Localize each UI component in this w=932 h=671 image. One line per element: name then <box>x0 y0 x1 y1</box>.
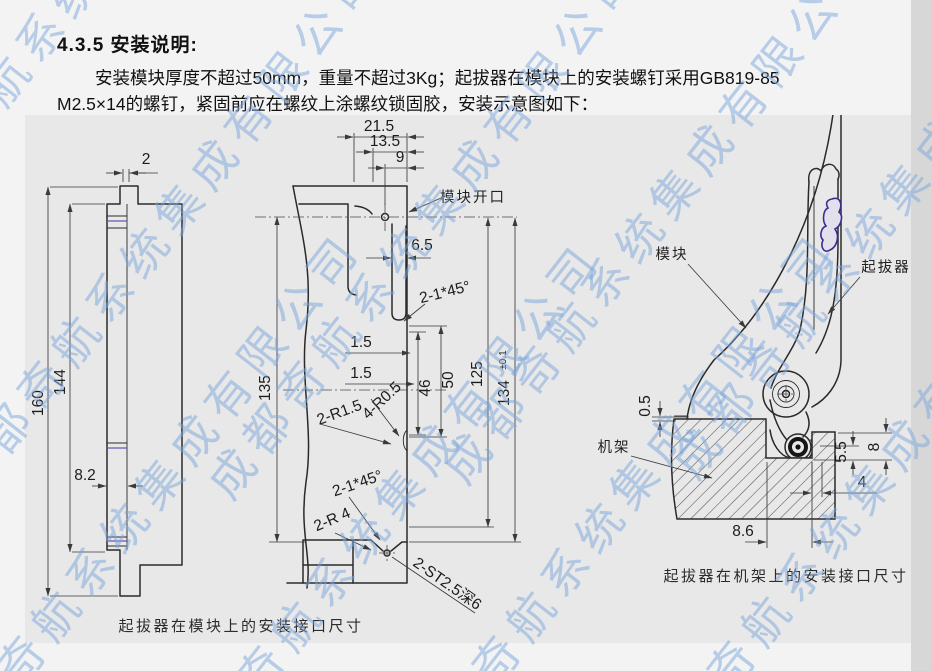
body-text: 4.3.5 安装说明: 安装模块厚度不超过50mm，重量不超过3Kg；起拔器在模… <box>57 30 907 117</box>
rack-block <box>670 418 836 520</box>
dim-label-1p5-a: 1.5 <box>350 334 372 351</box>
dim-label-2: 2 <box>142 151 151 168</box>
dim-label-4: 4 <box>858 474 867 491</box>
middle-view: 21.5 13.5 9 模块开口 6.5 2-1*45° 1.5 1.5 <box>255 118 521 614</box>
dim-label-50: 50 <box>440 371 457 389</box>
dim-label-134-tol: ±0.1 <box>498 350 509 370</box>
dim-label-4R05: 4-R0.5 <box>359 379 405 423</box>
body-line-2: M2.5×14的螺钉，紧固前应在螺纹上涂螺纹锁固胶，安装示意图如下： <box>57 94 599 114</box>
label-module-opening: 模块开口 <box>440 189 506 206</box>
pivot-large <box>762 370 810 418</box>
dim-label-144: 144 <box>52 369 69 395</box>
middle-break-line <box>292 185 310 589</box>
dim-label-8p2: 8.2 <box>74 467 96 484</box>
dim-label-chamfer-top: 2-1*45° <box>418 278 472 307</box>
section-heading: 4.3.5 安装说明: <box>57 35 198 56</box>
dim-label-13p5: 13.5 <box>370 133 400 150</box>
caption-right: 起拔器在机架上的安装接口尺寸 <box>663 568 908 585</box>
dim-label-160: 160 <box>30 390 47 416</box>
label-rack: 机架 <box>598 439 631 456</box>
interface-strip <box>820 197 843 252</box>
dim-label-6p5: 6.5 <box>411 237 433 254</box>
left-view: 2 160 144 8.2 起拔器在模块上的安装接口尺寸 <box>30 151 363 635</box>
dim-label-0p5: 0.5 <box>637 395 654 417</box>
dim-label-9: 9 <box>396 149 405 166</box>
caption-left: 起拔器在模块上的安装接口尺寸 <box>118 618 363 635</box>
dim-label-chamfer-bottom: 2-1*45° <box>330 467 385 500</box>
accent-grooves <box>107 220 127 542</box>
dim-label-21p5: 21.5 <box>364 118 394 135</box>
dim-label-134: 134 <box>496 380 513 406</box>
module-outline <box>686 113 834 420</box>
left-view-outline <box>106 185 183 597</box>
dim-label-thread: 2-ST2.5深6 <box>410 554 485 614</box>
dim-label-8: 8 <box>866 443 883 452</box>
dim-label-8p6: 8.6 <box>732 523 754 540</box>
body-line-1: 安装模块厚度不超过50mm，重量不超过3Kg；起拔器在模块上的安装螺钉采用GB8… <box>95 68 780 88</box>
dim-label-1p5-b: 1.5 <box>350 365 372 382</box>
drawing-panel: 2 160 144 8.2 起拔器在模块上的安装接口尺寸 <box>25 112 911 643</box>
label-module: 模块 <box>656 246 689 263</box>
label-extractor: 起拔器 <box>861 259 911 276</box>
drawing-svg: 2 160 144 8.2 起拔器在模块上的安装接口尺寸 <box>30 112 911 635</box>
dim-label-2R15: 2-R1.5 <box>315 397 365 429</box>
page-edge-strip <box>911 0 932 671</box>
dim-label-135: 135 <box>257 375 274 401</box>
dim-label-5p5: 5.5 <box>833 441 850 463</box>
right-view: 模块 起拔器 机架 0.5 5.5 8 4 <box>598 112 911 585</box>
dim-label-46: 46 <box>417 379 434 396</box>
dim-label-125: 125 <box>469 361 486 387</box>
dim-label-2R4: 2-R 4 <box>311 504 353 535</box>
pivot-small <box>784 433 812 461</box>
